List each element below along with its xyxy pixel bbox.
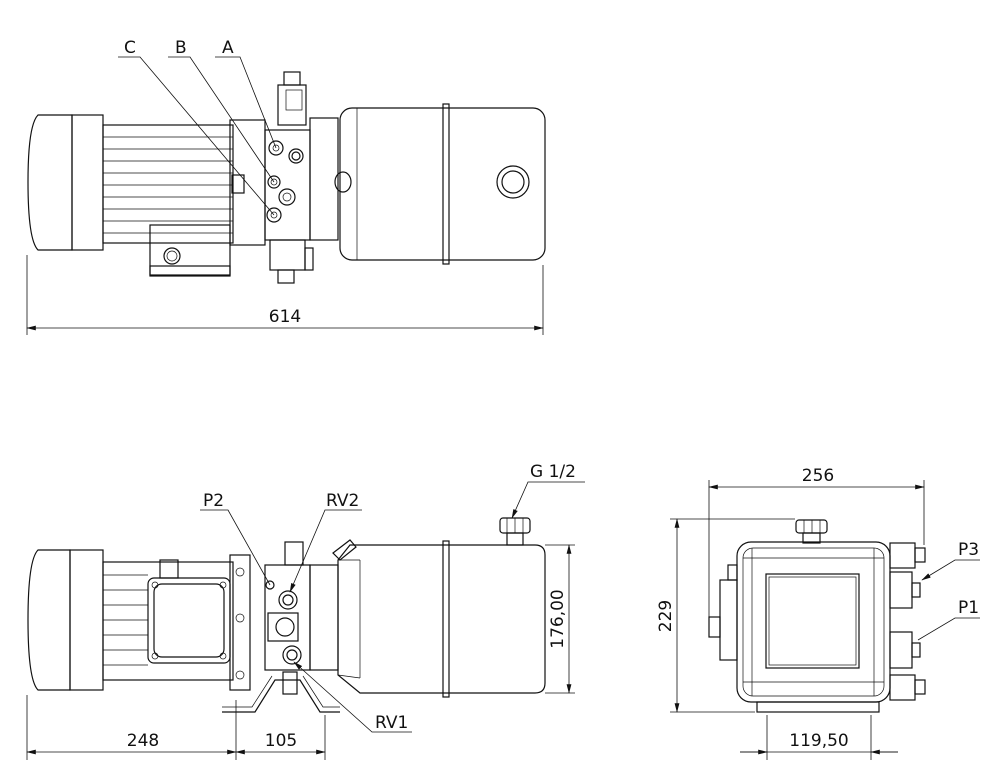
- terminal-box: [149, 224, 231, 277]
- svg-text:229: 229: [656, 600, 676, 632]
- valve-block: [264, 541, 339, 671]
- filler-cap: [795, 519, 828, 544]
- svg-text:P3: P3: [958, 540, 979, 560]
- port-b: [267, 175, 281, 189]
- port-a: [268, 140, 284, 156]
- svg-text:176,00: 176,00: [548, 589, 568, 648]
- motor-body: [102, 559, 234, 681]
- svg-text:614: 614: [269, 307, 301, 327]
- callout-p2: P2: [200, 491, 271, 586]
- motor-side-fittings: [708, 564, 738, 661]
- svg-text:P1: P1: [958, 598, 979, 618]
- rv1-valve: [282, 645, 302, 665]
- tank-end: [736, 541, 891, 713]
- svg-text:P2: P2: [203, 491, 224, 511]
- callout-a: A: [215, 38, 277, 149]
- valve-side-fittings: [889, 542, 926, 701]
- callout-filler: G 1/2: [511, 462, 585, 519]
- svg-text:RV1: RV1: [375, 713, 408, 733]
- svg-text:119,50: 119,50: [789, 731, 848, 751]
- motor-flange: [69, 549, 104, 691]
- solenoid-top: [277, 71, 307, 126]
- svg-text:105: 105: [265, 731, 297, 751]
- terminal-box-cover: [147, 577, 231, 664]
- pump-housing: [229, 119, 266, 246]
- tank-top: [334, 103, 546, 265]
- callout-b: B: [168, 38, 275, 183]
- pump-flange: [229, 554, 251, 691]
- dimension-width: 256: [708, 466, 925, 620]
- pressure-gauge: [275, 617, 295, 637]
- svg-text:G 1/2: G 1/2: [530, 462, 576, 482]
- svg-text:248: 248: [127, 731, 159, 751]
- callout-p1: P1: [917, 598, 980, 641]
- filler-cap: [499, 517, 531, 546]
- callout-c: C: [118, 38, 275, 216]
- motor-flange: [71, 114, 104, 251]
- callout-p3: P3: [921, 540, 980, 581]
- port-c: [266, 207, 282, 223]
- callout-rv2: RV2: [289, 491, 362, 593]
- motor-end-cap: [27, 549, 71, 691]
- solenoid-bottom: [269, 239, 314, 284]
- dimension-tank-height: 176,00: [545, 544, 575, 694]
- svg-text:RV2: RV2: [326, 491, 359, 511]
- valve-block: [264, 117, 339, 241]
- rv2-valve: [278, 590, 298, 610]
- svg-text:A: A: [222, 38, 234, 58]
- svg-text:C: C: [124, 38, 136, 58]
- callout-rv1: RV1: [293, 661, 412, 733]
- svg-text:256: 256: [802, 466, 834, 486]
- dimension-block: 105: [235, 715, 326, 760]
- motor-fins: [102, 124, 234, 244]
- dimension-height: 229: [656, 518, 795, 713]
- tank-side: [332, 539, 546, 698]
- mounting-feet: [222, 671, 340, 713]
- dimension-motor: 248: [26, 695, 237, 760]
- dimension-base: 119,50: [740, 715, 898, 760]
- motor-end-cap: [27, 114, 73, 251]
- svg-text:B: B: [175, 38, 187, 58]
- dimension-overall-length: 614: [26, 255, 544, 335]
- p2-port: [265, 580, 275, 590]
- end-view: P3 P1 256 229 119,50: [656, 466, 980, 760]
- top-view: C B A 614: [26, 38, 546, 335]
- side-view: P2 RV2 RV1 G 1/2 176,00 248: [26, 462, 585, 760]
